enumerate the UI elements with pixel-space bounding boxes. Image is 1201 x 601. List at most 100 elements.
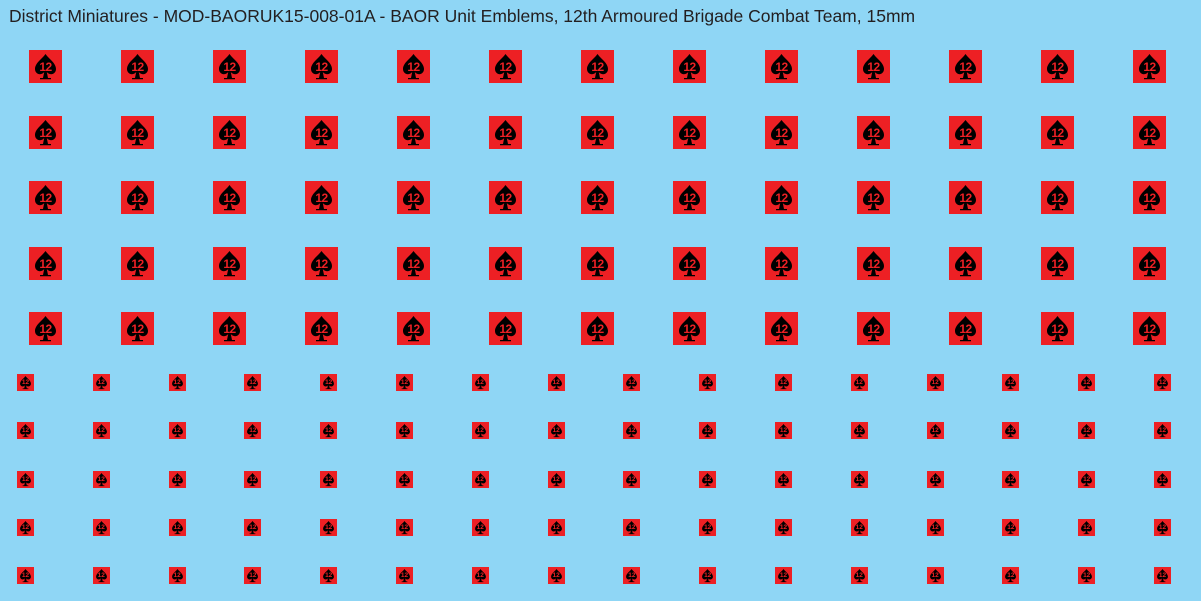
spade-icon	[219, 316, 240, 342]
spade-icon	[20, 376, 31, 390]
emblem-number: 12	[959, 256, 972, 271]
small-emblem: 12	[1078, 567, 1096, 585]
emblem-number: 12	[704, 379, 712, 386]
emblem-number: 12	[552, 475, 560, 483]
spade-icon	[474, 376, 486, 390]
small-emblem: 12	[396, 567, 413, 585]
spade-icon	[853, 472, 865, 486]
small-emblem: 12	[547, 374, 565, 391]
small-emblem: 12	[396, 470, 413, 488]
emblem-number: 12	[1007, 572, 1015, 580]
small-emblem: 12	[471, 518, 489, 536]
emblem-number: 12	[21, 572, 30, 580]
spade-icon	[95, 376, 107, 390]
spade-icon	[247, 569, 259, 583]
spade-icon	[403, 119, 424, 145]
spade-icon	[403, 54, 424, 80]
small-emblem: 12	[850, 470, 868, 488]
spade-icon	[1005, 520, 1017, 534]
spade-icon	[955, 119, 976, 145]
emblem-number: 12	[400, 523, 409, 531]
spade-icon	[778, 472, 789, 486]
large-emblem: 12	[857, 181, 890, 214]
emblem-number: 12	[1158, 475, 1167, 483]
emblem-number: 12	[223, 322, 236, 336]
emblem-number: 12	[1083, 523, 1091, 531]
emblem-number: 12	[704, 572, 712, 580]
spade-icon	[95, 424, 107, 438]
spade-icon	[399, 424, 410, 438]
small-emblem: 12	[775, 470, 792, 488]
emblem-number: 12	[499, 322, 512, 336]
large-emblem: 12	[949, 50, 982, 83]
sheet-title: District Miniatures - MOD-BAORUK15-008-0…	[9, 6, 916, 26]
emblem-number: 12	[131, 322, 144, 336]
emblem-number: 12	[1007, 523, 1015, 531]
emblem-number: 12	[315, 60, 328, 74]
small-emblem: 12	[244, 374, 262, 391]
emblem-number: 12	[931, 572, 939, 580]
small-emblem: 12	[775, 374, 792, 391]
spade-icon	[1139, 54, 1160, 80]
small-emblem: 12	[244, 422, 262, 440]
spade-icon	[323, 424, 335, 438]
small-emblem: 12	[1002, 374, 1020, 391]
spade-icon	[550, 424, 562, 438]
spade-icon	[474, 424, 486, 438]
spade-icon	[679, 54, 700, 80]
emblem-number: 12	[704, 475, 712, 483]
emblem-number: 12	[1051, 125, 1064, 140]
large-emblem: 12	[397, 246, 430, 280]
spade-icon	[863, 316, 884, 342]
emblem-number: 12	[223, 191, 236, 205]
spade-icon	[171, 520, 183, 534]
large-emblem: 12	[581, 181, 614, 214]
emblem-number: 12	[1143, 125, 1156, 140]
large-emblem: 12	[305, 246, 338, 280]
emblem-number: 12	[628, 427, 636, 435]
large-emblem: 12	[1133, 115, 1166, 149]
emblem-number: 12	[867, 322, 880, 336]
emblem-number: 12	[476, 427, 484, 435]
small-emblem: 12	[168, 422, 186, 440]
spade-icon	[323, 472, 335, 486]
spade-icon	[1139, 119, 1160, 145]
small-emblem: 12	[320, 422, 338, 440]
emblem-number: 12	[223, 256, 236, 271]
spade-icon	[1139, 250, 1160, 276]
small-emblem: 12	[320, 374, 338, 391]
spade-icon	[219, 185, 240, 211]
large-emblem: 12	[305, 50, 338, 83]
spade-icon	[626, 569, 638, 583]
spade-icon	[127, 250, 148, 276]
small-emblem: 12	[17, 374, 34, 391]
emblem-number: 12	[173, 379, 181, 386]
spade-icon	[1157, 569, 1168, 583]
spade-icon	[929, 424, 941, 438]
large-emblem: 12	[29, 246, 62, 280]
emblem-number: 12	[499, 191, 512, 205]
large-emblem: 12	[489, 50, 522, 83]
spade-icon	[35, 54, 56, 80]
emblem-number: 12	[775, 191, 788, 205]
emblem-number: 12	[131, 256, 144, 271]
spade-icon	[550, 569, 562, 583]
spade-icon	[550, 472, 562, 486]
spade-icon	[1157, 376, 1168, 390]
emblem-number: 12	[779, 379, 788, 386]
spade-icon	[626, 424, 638, 438]
large-emblem: 12	[1041, 246, 1074, 280]
spade-icon	[20, 472, 31, 486]
spade-icon	[1157, 424, 1168, 438]
spade-icon	[311, 119, 332, 145]
spade-icon	[474, 569, 486, 583]
emblem-number: 12	[779, 523, 788, 531]
large-emblem: 12	[765, 115, 798, 149]
emblem-number: 12	[1083, 475, 1091, 483]
spade-icon	[127, 54, 148, 80]
emblem-number: 12	[21, 379, 30, 386]
large-emblem: 12	[673, 115, 706, 149]
spade-icon	[929, 376, 941, 390]
spade-icon	[702, 376, 714, 390]
small-emblem: 12	[244, 470, 262, 488]
